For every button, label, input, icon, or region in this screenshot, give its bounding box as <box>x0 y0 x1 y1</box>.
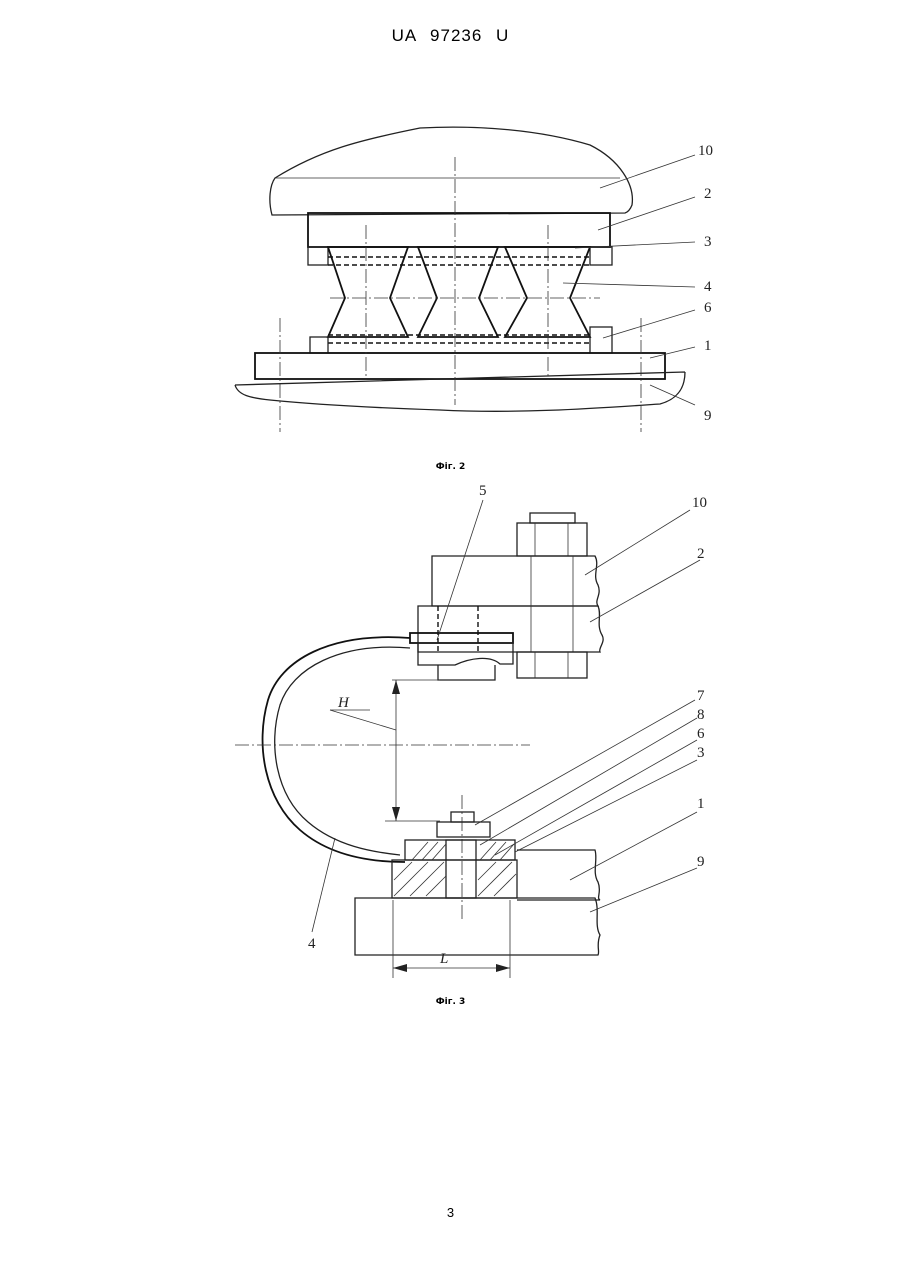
fig3-cable-4 <box>263 637 410 862</box>
fig3-label-8: 8 <box>697 707 705 723</box>
fig3-label-5: 5 <box>479 483 487 499</box>
fig3-label-10: 10 <box>692 495 707 511</box>
figure-3-caption: Фіг. 3 <box>0 997 901 1007</box>
fig3-label-6: 6 <box>697 726 705 742</box>
fig3-plate-1 <box>517 850 600 900</box>
figure-3-drawing: H L 5 10 2 7 8 6 3 1 9 4 <box>0 0 901 1010</box>
fig3-foundation-9 <box>355 898 600 955</box>
fig3-plate-10 <box>432 556 599 606</box>
fig3-dim-L: L <box>439 951 448 967</box>
fig3-bracket-5 <box>410 633 513 643</box>
fig3-label-9: 9 <box>697 854 705 870</box>
page-number: 3 <box>0 1205 901 1220</box>
fig3-label-7: 7 <box>697 688 705 704</box>
fig3-label-2: 2 <box>697 546 705 562</box>
fig3-label-1: 1 <box>697 796 705 812</box>
fig3-label-3: 3 <box>697 745 705 761</box>
fig3-label-4: 4 <box>308 936 316 952</box>
fig3-upper-bolt-head <box>530 513 575 523</box>
fig3-dim-H: H <box>337 695 350 711</box>
